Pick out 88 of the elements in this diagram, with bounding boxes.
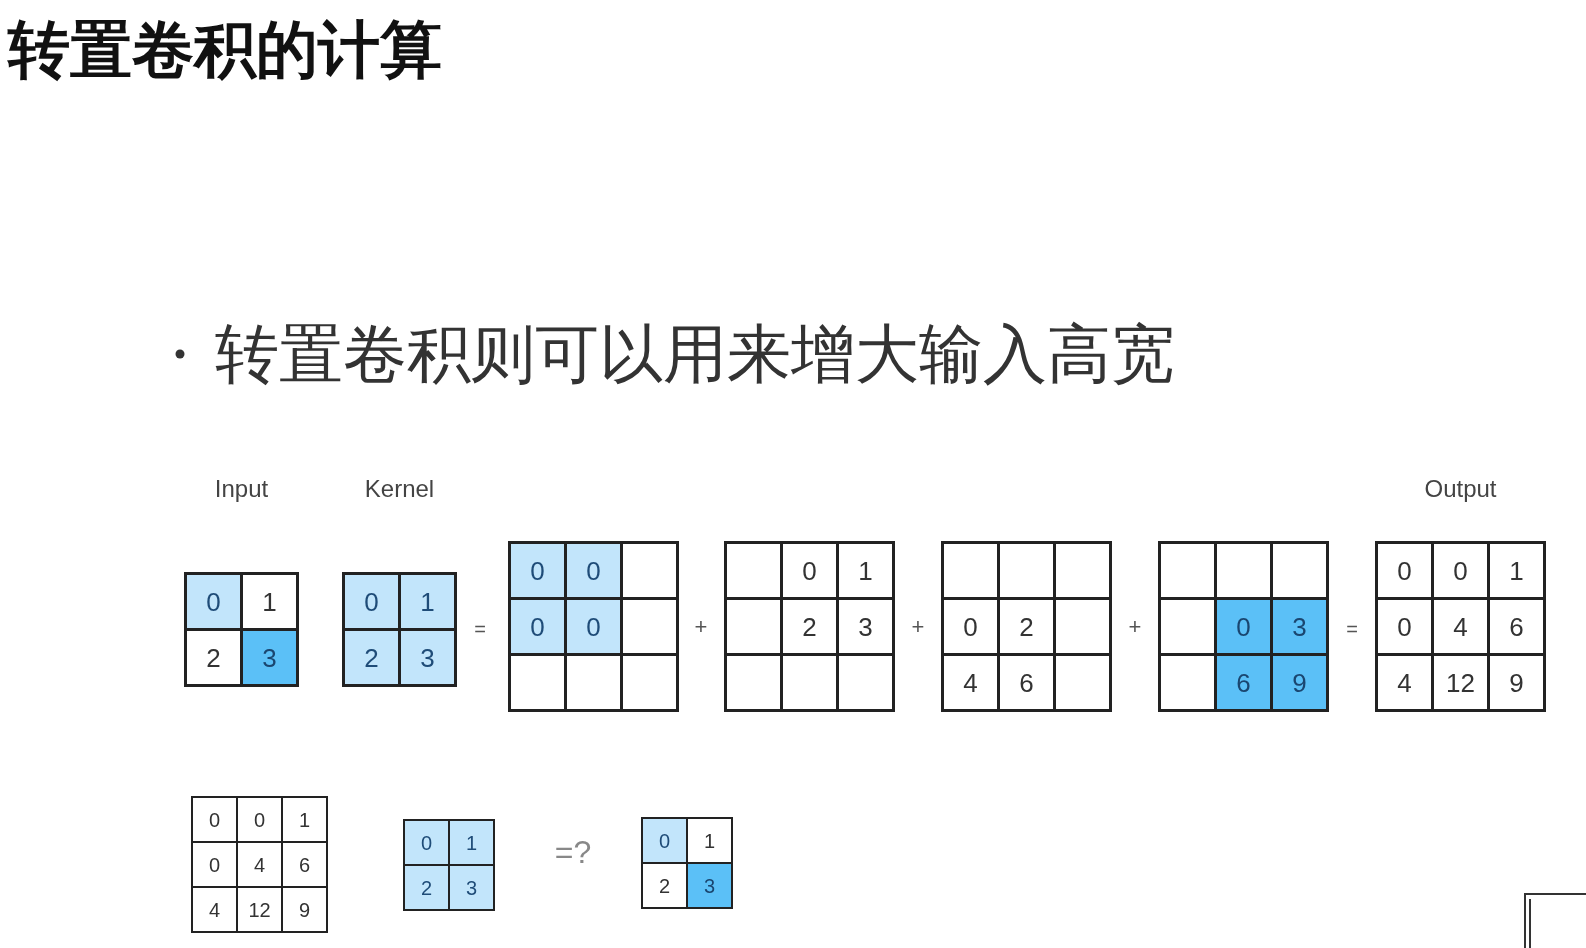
matrix-cell: [1273, 544, 1326, 597]
matrix-cell: [1056, 544, 1109, 597]
matrix-cell: 9: [1273, 656, 1326, 709]
matrix-cell: 1: [839, 544, 892, 597]
matrix-cell: 1: [1490, 544, 1543, 597]
matrix-cell: 0: [238, 798, 281, 841]
matrix-cell: [511, 656, 564, 709]
matrix-cell: [727, 544, 780, 597]
bullet-text: 转置卷积则可以用来增大输入高宽: [215, 318, 1175, 390]
matrix-cell: [783, 656, 836, 709]
matrix-cell: 3: [450, 866, 493, 909]
matrix-cell: 0: [1217, 600, 1270, 653]
matrix-cell: 9: [1490, 656, 1543, 709]
matrix-cell: [1161, 656, 1214, 709]
matrix-grid: [724, 541, 895, 712]
matrix-label: Kernel: [364, 476, 435, 503]
matrix-cell: 0: [783, 544, 836, 597]
matrix-cell: 0: [567, 600, 620, 653]
matrix-cell: [1056, 600, 1109, 653]
matrix-cell: 12: [238, 888, 281, 931]
matrix-cell: 1: [688, 819, 731, 862]
matrix-cell: [1000, 544, 1053, 597]
matrix-cell: 3: [839, 600, 892, 653]
matrix-cell: 0: [345, 575, 398, 628]
equals-sign: =: [474, 618, 486, 640]
plus-sign: +: [911, 614, 925, 640]
matrix-grid: [1158, 541, 1329, 712]
matrix-cell: [1161, 544, 1214, 597]
matrix-cell: 1: [450, 821, 493, 864]
matrix-cell: [623, 544, 676, 597]
matrix-cell: 2: [643, 864, 686, 907]
matrix-cell: [567, 656, 620, 709]
matrix-cell: [839, 656, 892, 709]
matrix-cell: 12: [1434, 656, 1487, 709]
matrix-cell: 1: [401, 575, 454, 628]
matrix-cell: [623, 600, 676, 653]
matrix-cell: 6: [1490, 600, 1543, 653]
matrix-cell: [944, 544, 997, 597]
matrix-cell: 2: [1000, 600, 1053, 653]
matrix-label: Input: [214, 476, 269, 503]
matrix-grid: [403, 819, 495, 911]
matrix-cell: 6: [1000, 656, 1053, 709]
matrix-cell: 0: [1434, 544, 1487, 597]
matrix-cell: 4: [1378, 656, 1431, 709]
plus-sign: +: [1128, 614, 1142, 640]
matrix-cell: 2: [345, 631, 398, 684]
matrix-cell: 4: [238, 843, 281, 886]
matrix-cell: 0: [193, 798, 236, 841]
matrix-cell: 0: [511, 544, 564, 597]
matrix-cell: 1: [283, 798, 326, 841]
matrix-cell: 3: [1273, 600, 1326, 653]
slide-title: 转置卷积的计算: [8, 16, 442, 85]
matrix-cell: 0: [187, 575, 240, 628]
matrix-cell: 0: [405, 821, 448, 864]
matrix-cell: 3: [243, 631, 296, 684]
matrix-cell: 0: [193, 843, 236, 886]
plus-sign: +: [694, 614, 708, 640]
matrix-cell: 4: [1434, 600, 1487, 653]
matrix-cell: 0: [567, 544, 620, 597]
matrix-grid: [941, 541, 1112, 712]
matrix-label: Output: [1424, 476, 1497, 503]
matrix-cell: 2: [405, 866, 448, 909]
matrix-cell: 2: [187, 631, 240, 684]
matrix-cell: [623, 656, 676, 709]
matrix-cell: [727, 600, 780, 653]
matrix-cell: 9: [283, 888, 326, 931]
matrix-grid: [508, 541, 679, 712]
matrix-cell: [1217, 544, 1270, 597]
matrix-cell: 3: [688, 864, 731, 907]
matrix-cell: 0: [1378, 600, 1431, 653]
matrix-cell: [1161, 600, 1214, 653]
matrix-cell: 0: [643, 819, 686, 862]
matrix-cell: 1: [243, 575, 296, 628]
matrix-cell: 4: [193, 888, 236, 931]
matrix-grid: [641, 817, 733, 909]
matrix-cell: 6: [1217, 656, 1270, 709]
equals-question-sign: =?: [554, 835, 592, 871]
matrix-cell: 4: [944, 656, 997, 709]
matrix-cell: 3: [401, 631, 454, 684]
matrix-cell: 0: [944, 600, 997, 653]
matrix-cell: 2: [783, 600, 836, 653]
matrix-cell: 6: [283, 843, 326, 886]
equals-sign: =: [1346, 618, 1358, 640]
matrix-cell: 0: [1378, 544, 1431, 597]
matrix-cell: [727, 656, 780, 709]
matrix-cell: 0: [511, 600, 564, 653]
matrix-grid: [191, 796, 328, 933]
matrix-cell: [1056, 656, 1109, 709]
